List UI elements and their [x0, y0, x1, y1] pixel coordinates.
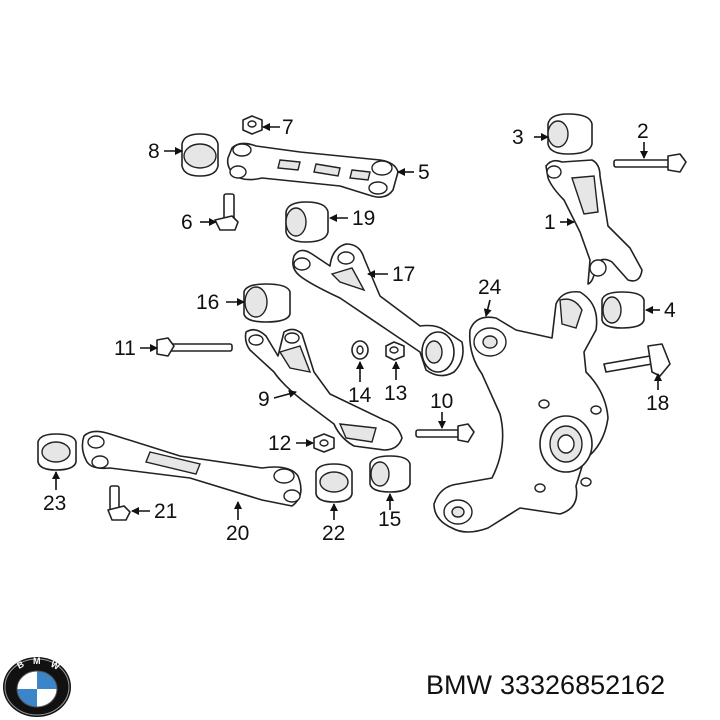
svg-text:B: B: [15, 659, 26, 671]
part-12-nut: [313, 433, 335, 453]
callout-21: 21: [154, 500, 177, 523]
part-5-upper-link: [226, 142, 399, 198]
callout-6: 6: [181, 211, 193, 234]
part-24-wheel-carrier: [433, 290, 609, 533]
callout-20: 20: [226, 522, 249, 545]
callout-3: 3: [512, 126, 524, 149]
part-9-lower-arm: [244, 328, 403, 451]
part-16-bushing: [243, 283, 291, 323]
part-23-bushing: [37, 433, 77, 471]
brand-name: BMW: [426, 670, 492, 700]
callout-17: 17: [392, 263, 415, 286]
part-number: 33326852162: [499, 670, 666, 700]
part-18-eccentric-bolt: [603, 343, 671, 377]
part-3-bushing: [547, 113, 593, 155]
part-10-bolt: [415, 423, 475, 443]
leader-lines: [52, 123, 662, 520]
part-1-bracket: [545, 159, 643, 285]
part-15-bushing: [369, 455, 411, 493]
callout-5: 5: [418, 161, 430, 184]
part-11-bolt: [156, 337, 233, 357]
callout-12: 12: [268, 432, 291, 455]
callout-18: 18: [646, 392, 669, 415]
part-19-bushing: [285, 201, 329, 243]
part-6-bolt: [214, 193, 239, 231]
callout-7: 7: [282, 116, 294, 139]
callout-8: 8: [148, 140, 160, 163]
callout-2: 2: [637, 120, 649, 143]
callout-4: 4: [664, 299, 676, 322]
part-20-trailing-link: [81, 430, 302, 507]
callout-19: 19: [352, 207, 375, 230]
callout-22: 22: [322, 522, 345, 545]
part-4-bushing: [601, 291, 645, 329]
callout-16: 16: [196, 291, 219, 314]
svg-text:M: M: [33, 656, 41, 666]
callout-13: 13: [384, 382, 407, 405]
callout-1: 1: [544, 211, 556, 234]
part-2-bolt: [613, 153, 687, 173]
callout-labels: 8 7 5 6 19 17 16 11 9 14 13 10 12 23 21 …: [43, 116, 676, 545]
part-8-bushing: [181, 133, 219, 177]
part-22-bushing: [315, 463, 353, 503]
part-21-bolt: [107, 485, 131, 521]
callout-10: 10: [430, 390, 453, 413]
callout-14: 14: [348, 384, 372, 407]
part-14-washer: [351, 340, 369, 360]
callout-11: 11: [114, 337, 136, 360]
part-7-nut: [242, 115, 263, 135]
callout-15: 15: [378, 508, 401, 531]
part-17-wishbone: [292, 243, 464, 377]
bmw-logo: B M W: [3, 656, 71, 717]
callout-24: 24: [478, 276, 502, 299]
callout-23: 23: [43, 492, 66, 515]
callout-9: 9: [258, 388, 270, 411]
part-13-nut: [385, 341, 405, 361]
